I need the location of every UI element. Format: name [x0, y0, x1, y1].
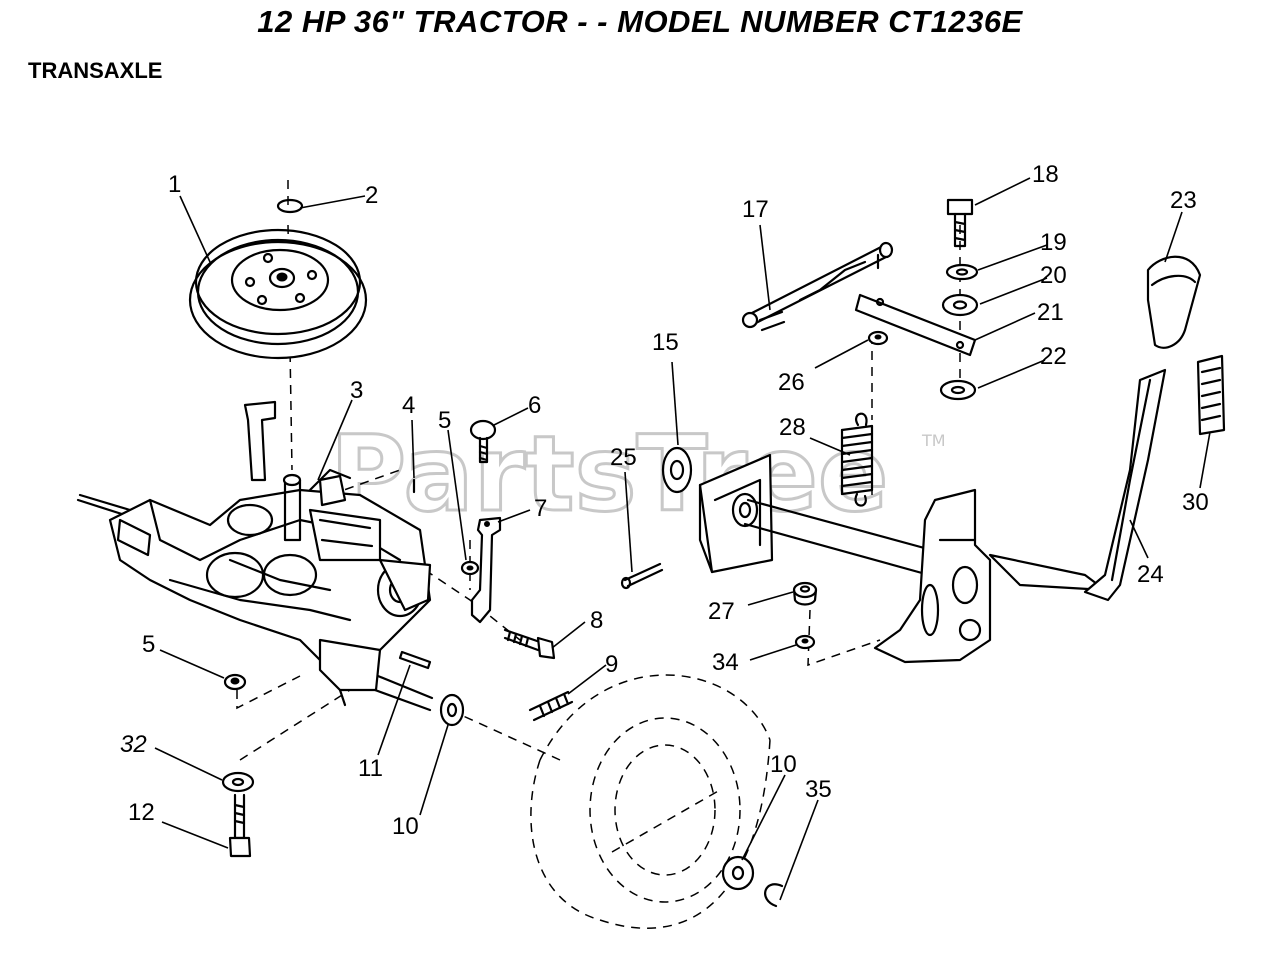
pedal-shaft-assembly [698, 453, 1107, 664]
washer-part-32 [221, 771, 255, 793]
callout-25: 25 [610, 444, 637, 471]
nut-part-26 [867, 330, 889, 346]
leader-lines [154, 177, 1211, 901]
callout-7: 7 [534, 495, 547, 522]
callout-19: 19 [1040, 229, 1067, 256]
callout-20: 20 [1040, 262, 1067, 289]
pedal-arm-part [1083, 368, 1167, 602]
callout-labels: 1 2 3 4 5 5 6 7 8 9 10 10 11 12 15 17 18… [120, 161, 1209, 840]
fan-part [308, 468, 352, 492]
washer-part-wheel [721, 855, 755, 891]
hex-bolt-part [503, 628, 556, 660]
callout-34: 34 [712, 649, 739, 676]
callout-23: 23 [1170, 187, 1197, 214]
spring-pin-part [528, 690, 574, 722]
washer-part-34 [794, 634, 816, 650]
cotter-pin-part [620, 562, 664, 590]
callout-5-lower: 5 [142, 631, 155, 658]
trademark-mark: TM [921, 431, 946, 450]
callout-24: 24 [1137, 561, 1164, 588]
callout-10-wheel: 10 [770, 751, 797, 778]
callout-4: 4 [402, 392, 415, 419]
spring-part [840, 412, 874, 507]
washer-part-axle [439, 693, 465, 727]
diagram-title: 12 HP 36" TRACTOR - - MODEL NUMBER CT123… [257, 4, 1023, 39]
callout-22: 22 [1040, 343, 1067, 370]
carriage-bolt-part [469, 419, 497, 464]
retaining-ring-part [276, 198, 304, 214]
link-plate-part [854, 293, 977, 357]
washer-part-15 [661, 446, 693, 494]
callout-17: 17 [742, 196, 769, 223]
bolt-part-18 [946, 198, 974, 248]
callout-3: 3 [350, 377, 363, 404]
callout-18: 18 [1032, 161, 1059, 188]
pulley-part [188, 228, 368, 360]
callout-21: 21 [1037, 299, 1064, 326]
lockwasher-part [945, 263, 979, 281]
rod-part [741, 241, 894, 332]
callout-32: 32 [120, 731, 147, 758]
e-clip-part [764, 883, 784, 908]
callout-8: 8 [590, 607, 603, 634]
callout-11: 11 [358, 755, 383, 782]
bolt-part-lower [228, 793, 252, 858]
section-heading: TRANSAXLE [28, 58, 163, 83]
nut-part-lower [223, 673, 247, 691]
callout-10-axle: 10 [392, 813, 419, 840]
key-part-axle [398, 650, 432, 670]
nut-part-upper [460, 560, 480, 576]
bushing-part [792, 581, 818, 606]
decal-part [1196, 354, 1226, 436]
callout-15: 15 [652, 329, 679, 356]
callout-30: 30 [1182, 489, 1209, 516]
callout-6: 6 [528, 392, 541, 419]
callout-35: 35 [805, 776, 832, 803]
callout-9: 9 [605, 651, 618, 678]
watermark: PartsTree [330, 413, 888, 535]
callout-26: 26 [778, 369, 805, 396]
callout-5-upper: 5 [438, 407, 451, 434]
callout-2: 2 [365, 182, 378, 209]
washer-part-20 [941, 293, 979, 317]
bracket-part [470, 516, 502, 624]
callout-1: 1 [168, 171, 181, 198]
callout-28: 28 [779, 414, 806, 441]
transaxle-body [76, 400, 434, 712]
callout-12: 12 [128, 799, 155, 826]
washer-part-22 [939, 379, 977, 401]
tire-wheel [530, 674, 771, 929]
callout-27: 27 [708, 598, 735, 625]
pedal-pad-part [1146, 255, 1202, 349]
